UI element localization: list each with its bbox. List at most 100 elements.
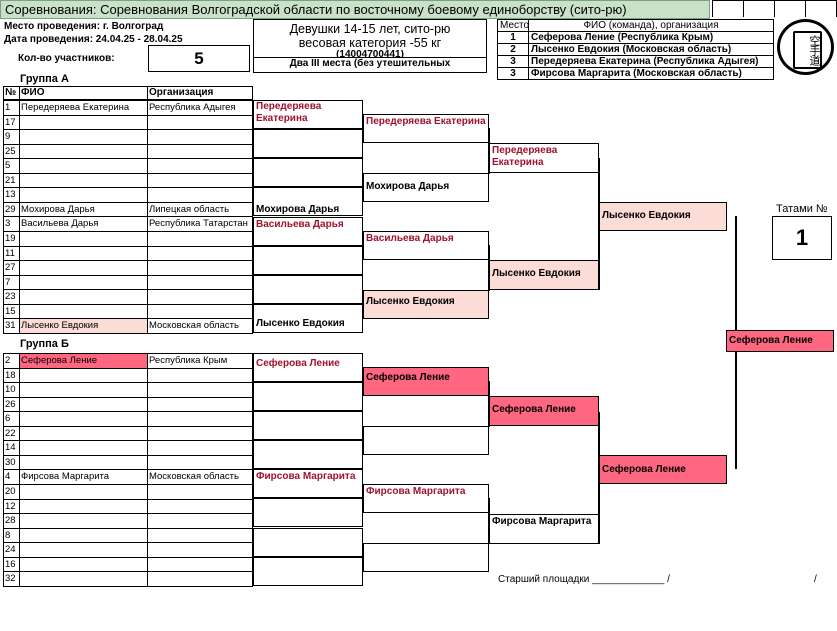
seed-name xyxy=(20,412,148,426)
seed-name xyxy=(20,174,148,187)
seed-name xyxy=(20,500,148,513)
seed-name xyxy=(20,558,148,571)
bracket-slot: Лысенко Евдокия xyxy=(489,260,599,290)
venue: Место проведения: г. Волгоград xyxy=(4,21,164,32)
bracket-line xyxy=(735,216,737,330)
header-cell xyxy=(774,0,805,17)
bracket-slot: Васильева Дарья xyxy=(253,217,363,246)
seed-row: 9 xyxy=(3,129,253,145)
bracket-slot: Лысенко Евдокия xyxy=(599,202,727,231)
seed-name xyxy=(20,441,148,455)
seed-number: 6 xyxy=(4,412,20,426)
tatami-number: 1 xyxy=(772,216,832,260)
seed-row: 28 xyxy=(3,513,253,529)
seed-name xyxy=(20,159,148,173)
seed-name: Сеферова Ление xyxy=(20,354,148,368)
bracket-slot xyxy=(253,246,363,275)
bracket-slot: Фирсова Маргарита xyxy=(363,484,489,513)
seed-org: Московская область xyxy=(149,471,239,482)
seed-org xyxy=(148,514,253,528)
seed-number: 30 xyxy=(4,456,20,469)
seed-org xyxy=(148,383,253,397)
seed-number: 19 xyxy=(4,232,20,246)
seed-row: 7 xyxy=(3,275,253,290)
seed-row: 22 xyxy=(3,426,253,441)
seed-row: 6 xyxy=(3,411,253,427)
bracket-slot: Лысенко Евдокия xyxy=(253,304,363,333)
seed-org xyxy=(148,145,253,158)
seed-org xyxy=(148,247,253,260)
seed-name xyxy=(20,427,148,440)
bracket-line xyxy=(735,352,737,469)
header-cell xyxy=(805,0,837,17)
result-name: Сеферова Ление (Республика Крым) xyxy=(528,31,774,44)
bracket-line xyxy=(488,128,490,174)
result-place: 3 xyxy=(497,55,529,68)
seed-org xyxy=(148,456,253,469)
bracket-line xyxy=(598,412,600,544)
bracket-slot: Лысенко Евдокия xyxy=(363,290,489,319)
seed-row: 20 xyxy=(3,484,253,500)
seed-number: 14 xyxy=(4,441,20,455)
seed-row: 10 xyxy=(3,382,253,398)
seed-number: 12 xyxy=(4,500,20,513)
seed-name xyxy=(20,130,148,144)
seed-org xyxy=(148,116,253,129)
seed-name xyxy=(20,383,148,397)
seed-name xyxy=(20,232,148,246)
seed-org xyxy=(148,130,253,144)
footer-slash: / xyxy=(814,574,817,585)
bracket-line xyxy=(598,158,600,290)
category-line2: весовая категория -55 кг xyxy=(298,36,442,50)
seed-row: 16 xyxy=(3,557,253,572)
seed-row: 5 xyxy=(3,158,253,174)
col-name: ФИО xyxy=(20,87,148,99)
senior-signature-line: Старший площадки _____________ / xyxy=(498,574,670,585)
seed-name xyxy=(20,369,148,382)
seed-number: 28 xyxy=(4,514,20,528)
seed-org xyxy=(148,159,253,173)
seed-org xyxy=(148,412,253,426)
result-name: Фирсова Маргарита (Московская область) xyxy=(528,67,774,80)
bracket-slot: Передеряева Екатерина xyxy=(253,100,363,129)
seed-number: 23 xyxy=(4,290,20,304)
tatami-label: Татами № xyxy=(776,203,828,215)
participants-count: 5 xyxy=(148,45,250,72)
seed-row: 21 xyxy=(3,173,253,188)
karate-logo-icon: 空手道 xyxy=(777,19,834,75)
seed-row: 12 xyxy=(3,499,253,514)
seed-org xyxy=(148,276,253,289)
logo-glyphs: 空手道 xyxy=(793,31,822,69)
group-a-title: Группа А xyxy=(20,73,69,85)
seed-name xyxy=(20,456,148,469)
seed-name xyxy=(20,290,148,304)
seed-number: 22 xyxy=(4,427,20,440)
seed-row: 19 xyxy=(3,231,253,247)
category-line1: Девушки 14-15 лет, сито-рю xyxy=(289,22,451,36)
bracket-slot: Мохирова Дарья xyxy=(363,173,489,202)
participants-label: Кол-во участников: xyxy=(18,53,115,64)
seed-number: 29 xyxy=(4,203,20,216)
seed-number: 11 xyxy=(4,247,20,260)
seed-org xyxy=(148,500,253,513)
seed-number: 7 xyxy=(4,276,20,289)
seed-name: Фирсова Маргарита xyxy=(20,470,148,484)
seed-row: 25 xyxy=(3,144,253,159)
seed-name xyxy=(20,276,148,289)
seed-row: 27 xyxy=(3,260,253,276)
bracket-line xyxy=(488,498,490,544)
seed-row: 14 xyxy=(3,440,253,456)
bracket-slot xyxy=(253,528,363,557)
seed-org xyxy=(148,369,253,382)
result-place: 3 xyxy=(497,67,529,80)
bracket-line xyxy=(488,245,490,291)
category-code: (14004700441) xyxy=(336,50,404,57)
bracket-line xyxy=(488,381,490,427)
seed-name xyxy=(20,529,148,542)
seed-row: 8 xyxy=(3,528,253,543)
seed-number: 10 xyxy=(4,383,20,397)
